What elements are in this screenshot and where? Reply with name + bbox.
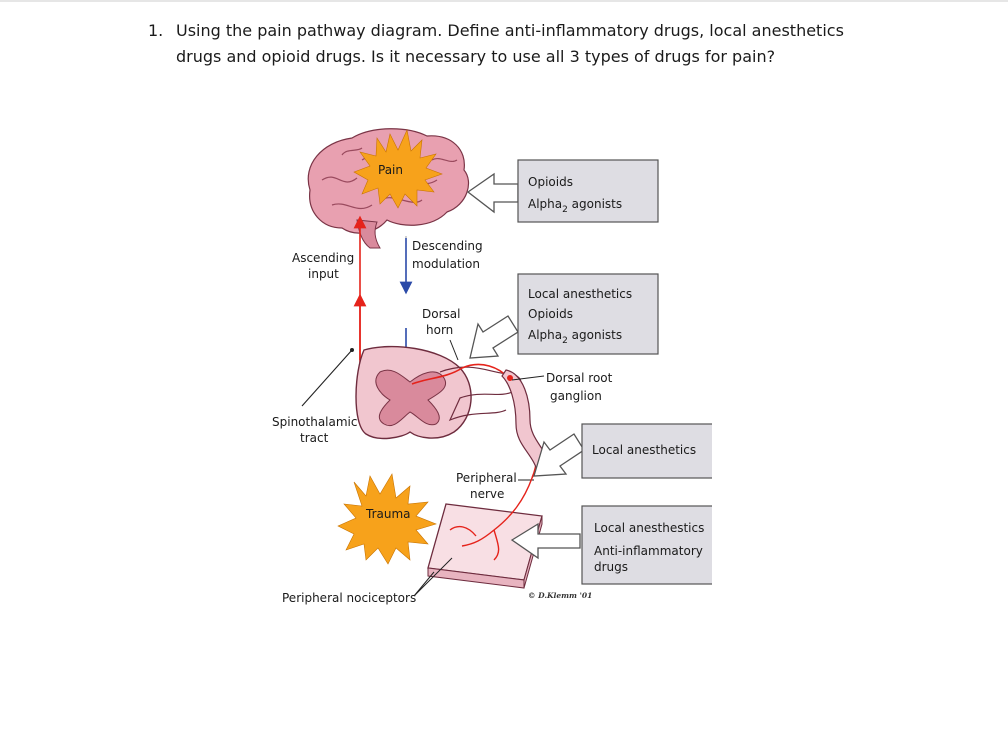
drg-node — [507, 375, 513, 381]
spinal-box-line1: Local anesthetics — [528, 287, 632, 301]
drg-label-line2: ganglion — [550, 389, 602, 403]
brain-box-line2: Alpha2 agonists — [528, 197, 622, 215]
spinal-drug-arrow — [469, 315, 519, 359]
periphery-box-line1: Local anesthestics — [594, 521, 704, 535]
periphery-box-line3: drugs — [594, 560, 628, 574]
dorsal-horn-leader — [449, 339, 459, 361]
spinal-cord-illustration — [355, 345, 522, 440]
nerve-drug-arrow — [533, 433, 585, 477]
pain-pathway-diagram: Pain Opioids Alpha2 agonists Ascending i… — [272, 128, 712, 605]
spinal-drug-box — [517, 273, 659, 355]
descending-label-line1: Descending — [412, 239, 483, 253]
periphery-box-line2: Anti-inflammatory — [594, 544, 703, 558]
nerve-drug-box — [581, 423, 712, 479]
nerve-box-line1: Local anesthetics — [592, 443, 696, 457]
question-line-2: drugs and opioid drugs. Is it necessary … — [176, 47, 776, 66]
brain-drug-box — [517, 159, 659, 223]
brain-drug-arrow — [466, 172, 519, 214]
spinal-box-line2: Opioids — [528, 307, 573, 321]
nociceptors-leader-2 — [413, 571, 435, 597]
trauma-label: Trauma — [365, 507, 411, 521]
spinothalamic-point — [350, 348, 354, 352]
artist-credit: © D.Klemm '01 — [528, 591, 592, 600]
drg-label-line1: Dorsal root — [546, 371, 613, 385]
pain-label: Pain — [378, 163, 403, 177]
pain-starburst — [353, 129, 443, 209]
spinal-box-line3: Alpha2 agonists — [528, 328, 622, 346]
spinothalamic-leader — [301, 349, 353, 407]
question-text: Using the pain pathway diagram. Define a… — [176, 18, 896, 70]
top-border — [0, 0, 1008, 2]
question-number: 1. — [148, 21, 164, 40]
spinothalamic-label-line2: tract — [300, 431, 329, 445]
periphery-drug-box — [581, 505, 712, 585]
nociceptors-leader-1 — [413, 557, 453, 597]
drg-leader — [511, 375, 545, 381]
dorsal-horn-label-line2: horn — [426, 323, 453, 337]
dorsal-horn-label-line1: Dorsal — [422, 307, 460, 321]
peripheral-nerve-label-line1: Peripheral — [456, 471, 517, 485]
peripheral-nerve-label-line2: nerve — [470, 487, 504, 501]
periphery-drug-arrow — [510, 522, 581, 560]
ascending-label-line1: Ascending — [292, 251, 354, 265]
trauma-starburst — [337, 473, 437, 565]
ascending-label-line2: input — [308, 267, 339, 281]
question-line-1: Using the pain pathway diagram. Define a… — [176, 21, 844, 40]
spinothalamic-label-line1: Spinothalamic — [272, 415, 358, 429]
descending-label-line2: modulation — [412, 257, 480, 271]
nociceptors-label: Peripheral nociceptors — [282, 591, 416, 605]
brain-box-line1: Opioids — [528, 175, 573, 189]
